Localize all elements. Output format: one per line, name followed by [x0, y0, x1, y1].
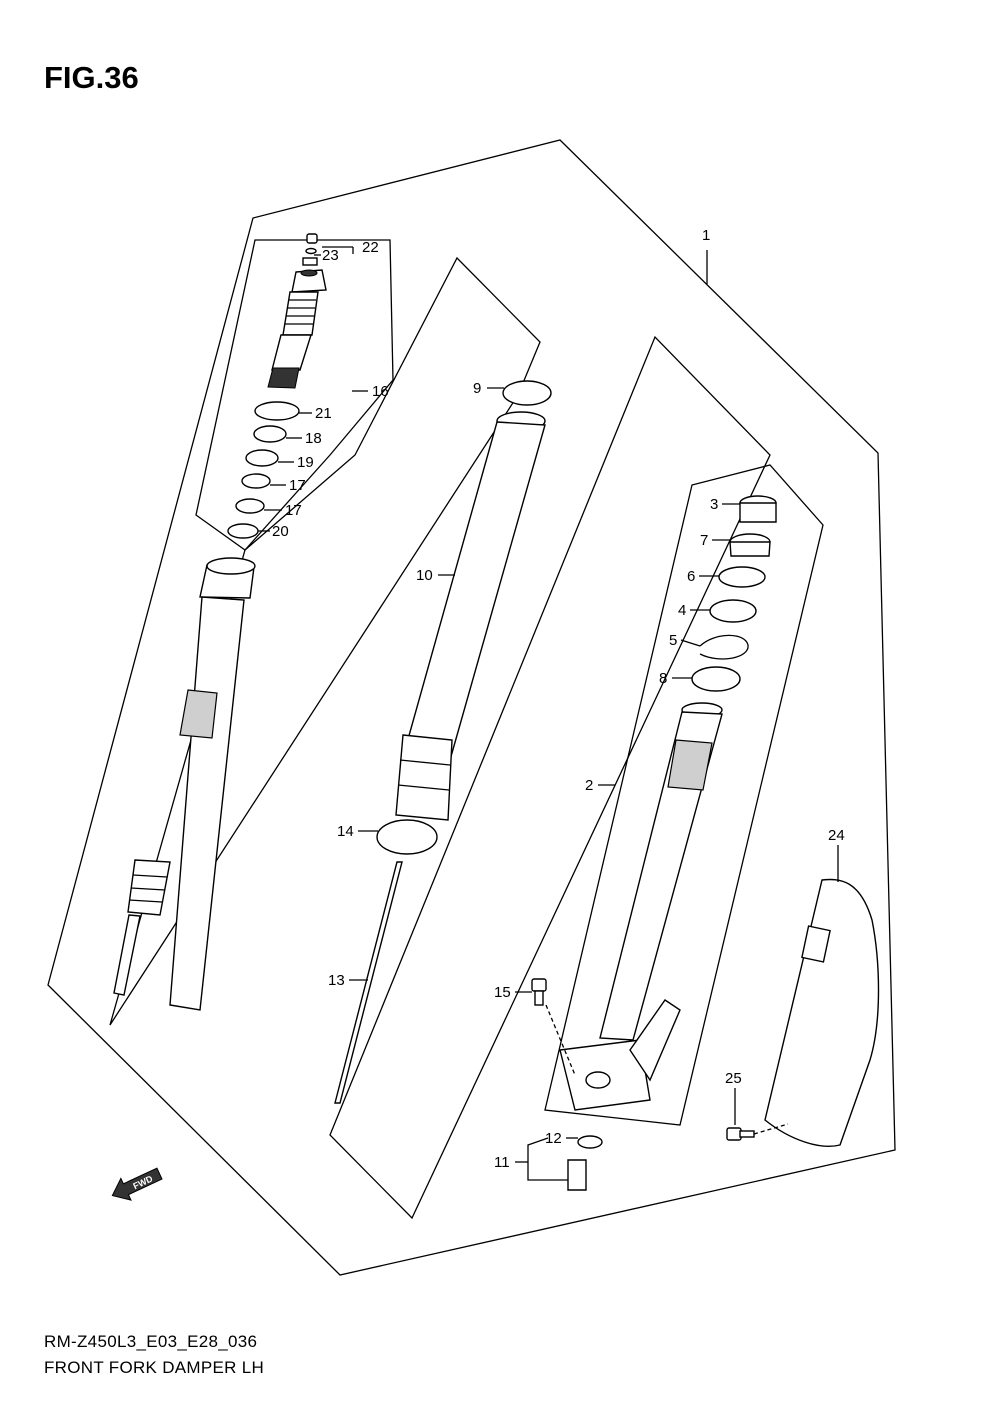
leader-15-dash [545, 1004, 576, 1076]
label-part-9: 9 [473, 380, 481, 397]
ring-21 [254, 401, 300, 421]
label-part-6: 6 [687, 568, 695, 585]
damper-cylinder [169, 596, 245, 1011]
part-12-gasket [577, 1135, 603, 1149]
fwd-direction-arrow: FWD [111, 1167, 163, 1201]
outline-assembly-1 [47, 139, 896, 1276]
footer-model-code: RM-Z450L3_E03_E28_036 [44, 1332, 258, 1351]
damper-knurl-1 [132, 874, 168, 878]
axle-hole [585, 1071, 611, 1089]
outline-inner-group [329, 335, 771, 1220]
part-2-inner-tube [559, 702, 723, 1111]
caliper-mount [629, 999, 681, 1082]
bolt-25-head [726, 1127, 742, 1141]
outer-tube-bottom [395, 734, 453, 821]
part-3-bushing [739, 502, 777, 523]
part-10-outer-tube [395, 411, 546, 821]
part-11-bolt [567, 1159, 587, 1191]
part-7-bushing-body [729, 541, 771, 557]
bolt-25-shank [739, 1130, 755, 1138]
label-part-15: 15 [494, 984, 511, 1001]
outer-tube-body [402, 421, 546, 761]
label-part-19: 19 [297, 454, 314, 471]
fwd-arrow-shape [111, 1167, 163, 1201]
ring-18 [253, 425, 287, 443]
part-24-fork-guard [764, 878, 880, 1147]
damper-top-rim [206, 557, 256, 575]
cap-washer [305, 247, 317, 255]
label-part-10: 10 [416, 567, 433, 584]
part-8-seal [691, 666, 741, 692]
label-part-11: 11 [494, 1154, 510, 1171]
label-part-4: 4 [678, 602, 686, 619]
label-part-12: 12 [545, 1130, 562, 1147]
ring-20 [227, 523, 259, 539]
label-part-22: 22 [362, 239, 379, 256]
label-part-17a: 17 [289, 477, 306, 494]
bolt-15-head [531, 978, 547, 992]
part-15-bolt [531, 978, 547, 1006]
part-22-23-cap-bolt [302, 233, 318, 266]
leader-5 [680, 639, 701, 647]
label-part-2: 2 [585, 777, 593, 794]
outer-tube-ring-2 [397, 784, 450, 791]
bolt-25-dash [753, 1123, 789, 1135]
part-25-bolt [726, 1123, 789, 1141]
part-number-labels: 1 22 23 16 21 18 19 17 17 20 9 10 14 13 … [272, 227, 845, 1171]
cylinder-top-center [300, 269, 318, 277]
label-part-13: 13 [328, 972, 345, 989]
seal-rings-group [227, 401, 300, 539]
guard-emblem [801, 925, 831, 963]
label-part-14: 14 [337, 823, 354, 840]
label-part-18: 18 [305, 430, 322, 447]
ring-17b [235, 498, 265, 514]
label-part-7: 7 [700, 532, 708, 549]
label-part-16: 16 [372, 383, 389, 400]
label-part-17b: 17 [285, 502, 302, 519]
label-part-25: 25 [725, 1070, 742, 1087]
damper-knurl-3 [128, 899, 163, 903]
part-11-12-drain-bolt [567, 1135, 603, 1191]
part-4-seal [709, 599, 757, 623]
label-part-8: 8 [659, 670, 667, 687]
damper-band [179, 689, 218, 739]
leader-11-bracket [527, 1137, 568, 1181]
cap-nut [302, 257, 318, 266]
label-part-5: 5 [669, 632, 677, 649]
label-part-20: 20 [272, 523, 289, 540]
damper-rod [127, 859, 171, 916]
label-part-23: 23 [322, 247, 339, 264]
damper-rod-assembly [113, 557, 256, 1011]
leader-lines [258, 246, 839, 1181]
part-9-o-ring [502, 380, 552, 406]
bolt-15-shank [534, 990, 544, 1006]
label-part-1: 1 [702, 227, 710, 244]
part-5-clip [699, 634, 749, 660]
figure-title: FIG.36 [44, 60, 139, 95]
part-13-rod [334, 861, 403, 1104]
label-part-3: 3 [710, 496, 718, 513]
cylinder-base [267, 367, 300, 389]
part-16-cylinder-head [267, 269, 327, 389]
damper-shaft [113, 914, 141, 996]
footer-caption: FRONT FORK DAMPER LH [44, 1358, 265, 1377]
cylinder-body [271, 334, 312, 371]
ring-19 [245, 449, 279, 467]
part-6-washer [718, 566, 766, 588]
label-part-24: 24 [828, 827, 845, 844]
outer-tube-ring-1 [399, 759, 451, 766]
outline-damper-group [544, 464, 824, 1126]
part-14-o-ring [376, 819, 438, 855]
cylinder-spring [282, 291, 319, 336]
label-part-21: 21 [315, 405, 332, 422]
inner-tube-body [599, 711, 723, 1041]
inner-tube-band [667, 739, 713, 791]
ring-17a [241, 473, 271, 489]
fork-guard [764, 878, 880, 1147]
damper-knurl-2 [130, 887, 166, 891]
bushing-seal-group [691, 495, 777, 692]
cap-bolt-head [306, 233, 318, 244]
